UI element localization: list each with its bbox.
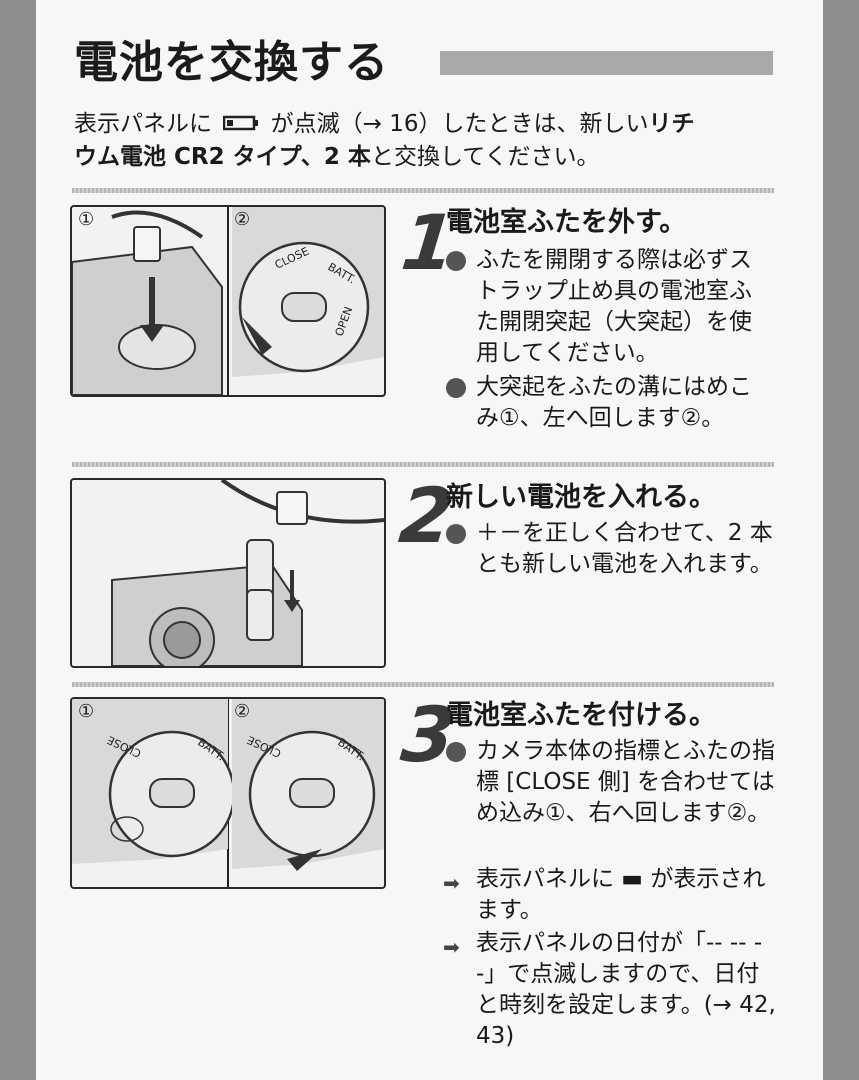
bullet-dot-icon bbox=[446, 378, 466, 398]
step1-heading: 電池室ふたを外す。 bbox=[446, 207, 687, 238]
step1-bullet-2-text: 大突起をふたの溝にはめこみ①、左へ回します②。 bbox=[476, 374, 752, 431]
intro-bold2: ウム電池 CR2 タイプ、2 本 bbox=[74, 144, 371, 170]
right-arrow-icon: ➡ bbox=[443, 935, 460, 959]
step2-bullet-1: ＋－を正しく合わせて、2 本とも新しい電池を入れます。 bbox=[446, 518, 776, 580]
step3-bullet-1: カメラ本体の指標とふたの指標 [CLOSE 側] を合わせてはめ込み①、右へ回し… bbox=[446, 736, 776, 829]
step2-heading: 新しい電池を入れる。 bbox=[446, 482, 716, 513]
step3-heading: 電池室ふたを付ける。 bbox=[446, 700, 716, 731]
step1-bullet-1-text: ふたを開閉する際は必ずストラップ止め具の電池室ふた開閉突起（大突起）を使用してく… bbox=[476, 247, 752, 366]
step3-illustration: CLOSE BATT. CLOSE BATT. ① ② bbox=[70, 697, 386, 889]
page-title: 電池を交換する bbox=[74, 37, 389, 88]
step1-bullet-2: 大突起をふたの溝にはめこみ①、左へ回します②。 bbox=[446, 372, 766, 434]
step2-bullet-1-text: ＋－を正しく合わせて、2 本とも新しい電池を入れます。 bbox=[476, 520, 773, 577]
fig3-label-1: ① bbox=[78, 701, 95, 722]
fig1-label-2: ② bbox=[234, 209, 251, 230]
step3-bullet-2-text: 表示パネルに ▬ が表示されます。 bbox=[476, 866, 766, 923]
step3-bullet-3: ➡ 表示パネルの日付が「-- -- --」で点滅しますので、日付と時刻を設定しま… bbox=[443, 928, 776, 1052]
title-decor-bar bbox=[440, 51, 773, 75]
bullet-dot-icon bbox=[446, 742, 466, 762]
intro-part1: 表示パネルに bbox=[74, 111, 212, 137]
section-divider bbox=[72, 462, 774, 467]
step2-illustration bbox=[70, 478, 386, 668]
step1-illustration: CLOSE BATT. OPEN ① ② bbox=[70, 205, 386, 397]
section-divider bbox=[72, 682, 774, 687]
step3-bullet-3-text: 表示パネルの日付が「-- -- --」で点滅しますので、日付と時刻を設定します。… bbox=[476, 930, 776, 1049]
fig3-label-2: ② bbox=[234, 701, 251, 722]
step3-bullet-2: ➡ 表示パネルに ▬ が表示されます。 bbox=[443, 864, 776, 926]
battery-empty-icon bbox=[223, 108, 259, 141]
step3-bullet-1-text: カメラ本体の指標とふたの指標 [CLOSE 側] を合わせてはめ込み①、右へ回し… bbox=[476, 738, 775, 826]
manual-page: 電池を交換する 表示パネルに が点滅（→ 16）したときは、新しいリチ ウム電池… bbox=[36, 0, 823, 1080]
intro-part2: が点滅（→ 16）したときは、新しい bbox=[270, 111, 649, 137]
bullet-dot-icon bbox=[446, 524, 466, 544]
intro-part3: と交換してください。 bbox=[370, 144, 600, 170]
bullet-dot-icon bbox=[446, 251, 466, 271]
step1-bullet-1: ふたを開閉する際は必ずストラップ止め具の電池室ふた開閉突起（大突起）を使用してく… bbox=[446, 245, 766, 369]
intro-paragraph: 表示パネルに が点滅（→ 16）したときは、新しいリチ ウム電池 CR2 タイプ… bbox=[74, 108, 774, 174]
section-divider bbox=[72, 188, 774, 193]
fig1-label-1: ① bbox=[78, 209, 95, 230]
right-arrow-icon: ➡ bbox=[443, 871, 460, 895]
intro-bold1: リチ bbox=[648, 111, 695, 137]
